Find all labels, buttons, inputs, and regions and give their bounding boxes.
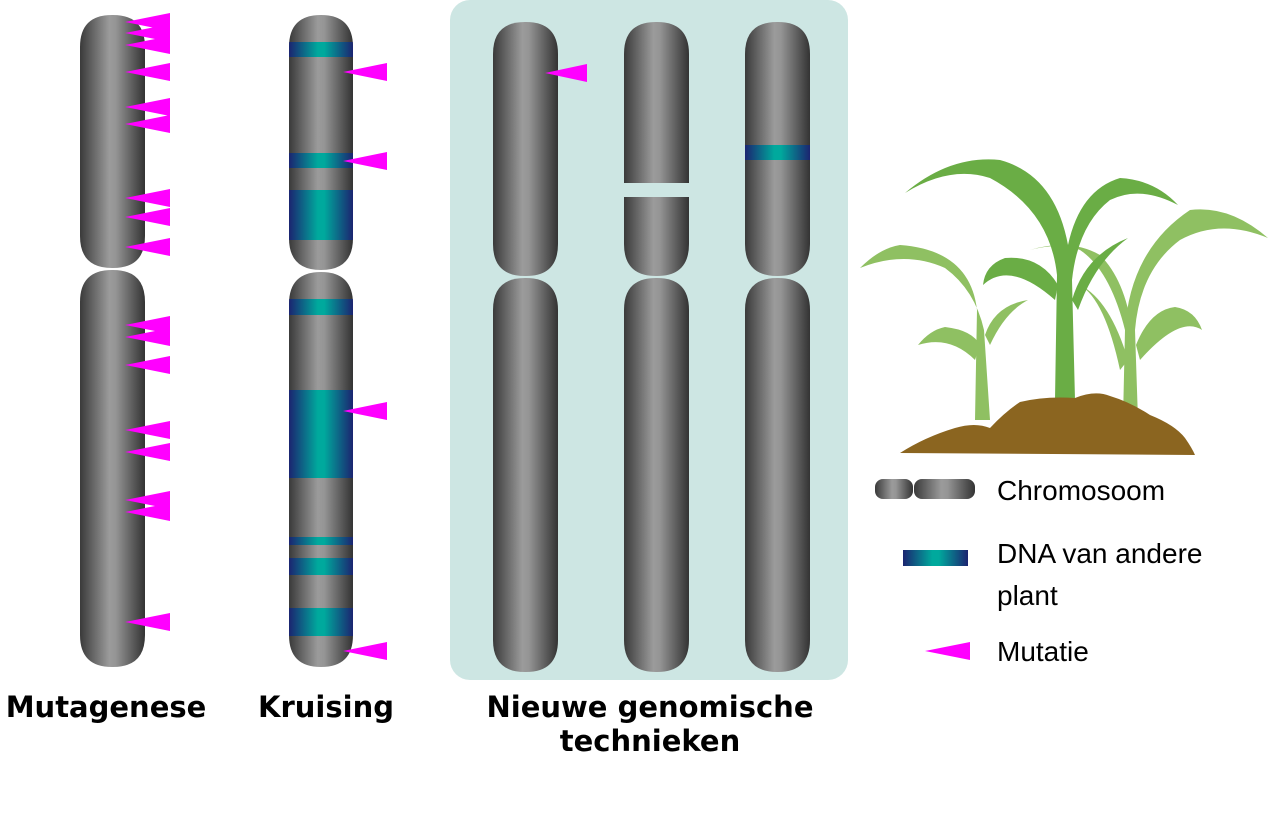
- foreign-dna-band: [289, 299, 353, 315]
- chromosome-arm: [624, 278, 689, 672]
- mutation-marker: [125, 421, 170, 439]
- label-ngt-line2: technieken: [560, 724, 740, 758]
- mutation-marker: [125, 613, 170, 631]
- mutation-marker: [125, 443, 170, 461]
- mutation-marker: [125, 208, 170, 226]
- mutation-marker: [125, 24, 170, 42]
- label-kruising: Kruising: [258, 690, 394, 724]
- mutation-marker: [125, 356, 170, 374]
- legend-mutation-label: Mutatie: [997, 636, 1089, 667]
- legend-dna-label-line1: DNA van andere: [997, 538, 1202, 569]
- foreign-dna-band: [289, 153, 353, 168]
- mutation-marker: [125, 63, 170, 81]
- chromosome-ngt-1: [493, 22, 558, 672]
- chromosome-arm: [624, 22, 689, 183]
- chromosome-kruising: [289, 15, 353, 667]
- chromosome-arm: [745, 278, 810, 672]
- chromosome-arm: [80, 15, 145, 268]
- chromosome-arm: [493, 22, 558, 276]
- legend-dna-icon: [903, 550, 968, 566]
- mutation-marker: [125, 238, 170, 256]
- mutation-marker: [125, 328, 170, 346]
- plant-illustration: [860, 159, 1268, 455]
- chromosome-ngt-3: [745, 22, 810, 672]
- foreign-dna-band: [289, 42, 353, 57]
- label-mutagenese: Mutagenese: [6, 690, 207, 724]
- mutation-marker: [125, 98, 170, 116]
- mutation-marker: [125, 491, 170, 509]
- foreign-dna-band: [289, 558, 353, 575]
- mutation-marker: [125, 503, 170, 521]
- chromosome-ngt-2: [624, 22, 689, 672]
- mutation-marker: [343, 642, 387, 660]
- mutation-marker: [125, 115, 170, 133]
- foreign-dna-band: [289, 537, 353, 545]
- chromosome-mutagenese: [80, 15, 145, 667]
- legend-chromosome-icon: [875, 479, 975, 499]
- mutation-marker: [125, 316, 170, 334]
- foreign-dna-band: [289, 608, 353, 636]
- chromosome-arm: [624, 197, 689, 276]
- mutation-marker: [343, 402, 387, 420]
- legend-dna-label-line2: plant: [997, 580, 1058, 611]
- label-ngt-line1: Nieuwe genomische: [486, 690, 813, 724]
- foreign-dna-band: [289, 190, 353, 240]
- legend: Chromosoom DNA van andere plant Mutatie: [875, 475, 1202, 667]
- legend-chromosome-label: Chromosoom: [997, 475, 1165, 506]
- mutation-marker: [125, 36, 170, 54]
- foreign-dna-band: [289, 390, 353, 478]
- mutation-marker: [545, 64, 587, 82]
- chromosome-arm: [80, 270, 145, 667]
- legend-mutation-icon: [925, 642, 970, 660]
- foreign-dna-band: [745, 145, 810, 160]
- mutation-marker: [343, 152, 387, 170]
- soil: [900, 393, 1195, 455]
- mutation-marker: [125, 189, 170, 207]
- mutation-marker: [343, 63, 387, 81]
- chromosome-arm: [493, 278, 558, 672]
